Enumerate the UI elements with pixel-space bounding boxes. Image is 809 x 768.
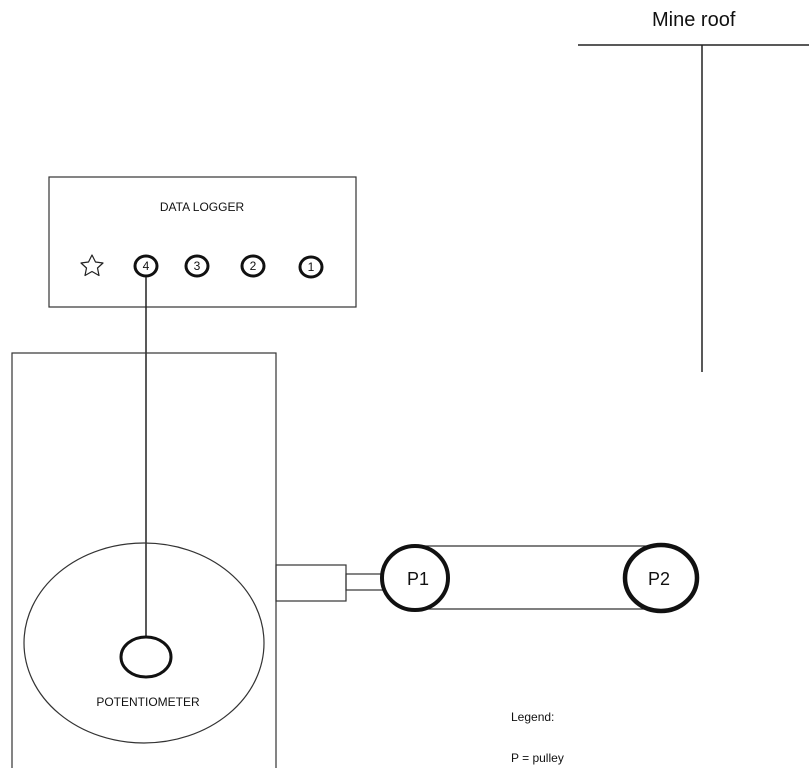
port-2[interactable]: 2 xyxy=(240,254,266,278)
legend-entry-pulley: P = pulley xyxy=(511,751,564,765)
port-4-label: 4 xyxy=(143,259,150,273)
port-4[interactable]: 4 xyxy=(133,254,159,278)
port-1[interactable]: 1 xyxy=(298,255,324,279)
port-3[interactable]: 3 xyxy=(184,254,210,278)
star-outline-icon xyxy=(80,254,104,277)
port-3-label: 3 xyxy=(194,259,201,273)
shaft-housing xyxy=(275,564,347,602)
pulley-p2: P2 xyxy=(622,542,700,614)
pulley-p1: P1 xyxy=(380,544,450,612)
potentiometer-box xyxy=(11,352,277,768)
potentiometer-knob[interactable] xyxy=(119,635,173,679)
data-logger-box xyxy=(48,176,357,308)
mine-roof-label: Mine roof xyxy=(652,9,736,31)
potentiometer-dial xyxy=(23,542,265,744)
potentiometer-label: POTENTIOMETER xyxy=(96,695,200,709)
data-logger-title: DATA LOGGER xyxy=(160,200,245,214)
port-2-label: 2 xyxy=(250,259,257,273)
pulley-p2-label: P2 xyxy=(648,569,670,589)
shaft xyxy=(345,573,385,591)
pulley-p1-label: P1 xyxy=(407,569,429,589)
port-1-label: 1 xyxy=(308,260,315,274)
legend-title: Legend: xyxy=(511,710,554,724)
